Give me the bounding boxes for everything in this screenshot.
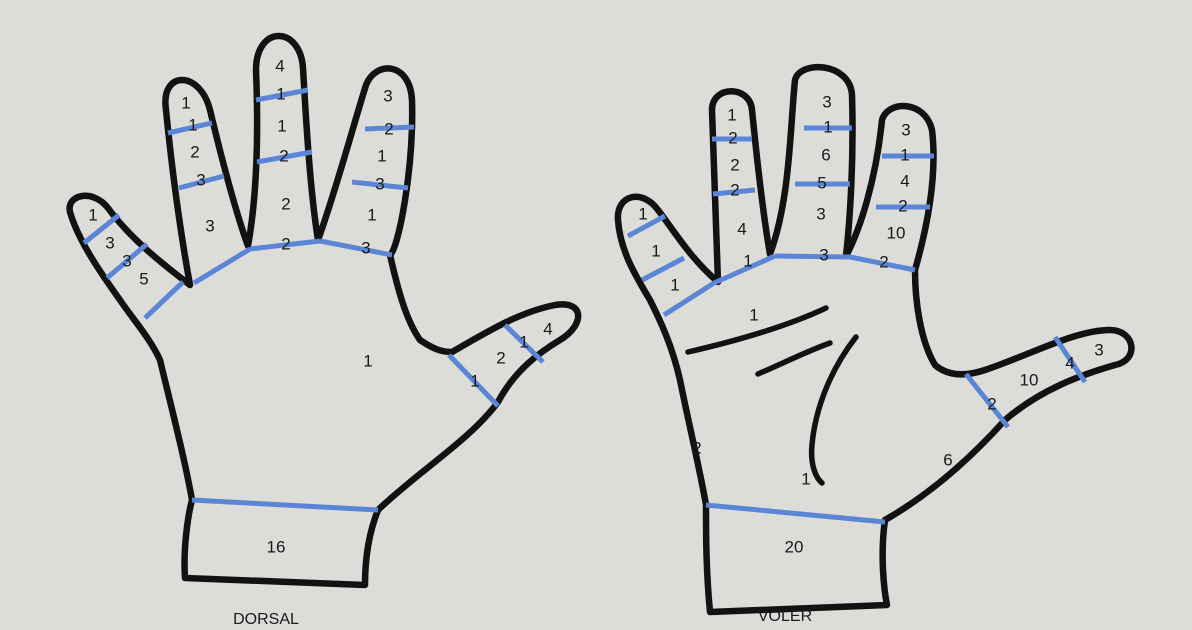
voler-thenar-label: 6 — [943, 450, 952, 469]
dorsal-thumb-label: 2 — [496, 348, 505, 367]
dorsal-knuckle-line — [194, 249, 250, 283]
voler-ring-label: 2 — [730, 155, 739, 174]
voler-wrist-label: 20 — [785, 537, 804, 556]
voler-thumb-label: 4 — [1065, 353, 1074, 372]
dorsal-middle-label: 2 — [279, 146, 288, 165]
dorsal-index-label: 3 — [361, 238, 370, 257]
voler-ring-label: 2 — [730, 180, 739, 199]
dorsal-knuckle-line — [320, 241, 392, 255]
dorsal-index-label: 1 — [367, 205, 376, 224]
dorsal-ring-label: 3 — [196, 170, 205, 189]
dorsal-ring-label: 2 — [190, 142, 199, 161]
dorsal-pinky-label: 1 — [88, 205, 97, 224]
dorsal-index-label: 3 — [383, 86, 392, 105]
dorsal-thumb-label: 1 — [470, 371, 479, 390]
voler-ring-label: 4 — [737, 219, 746, 238]
voler-palm-crease — [812, 337, 856, 483]
voler-index-label: 10 — [887, 223, 906, 242]
voler-index-label: 1 — [900, 145, 909, 164]
voler-middle-label: 3 — [816, 204, 825, 223]
voler-knuckle-line — [775, 256, 850, 257]
voler-pinky-label: 1 — [651, 241, 660, 260]
voler-index-label: 3 — [901, 120, 910, 139]
dorsal-ring-label: 1 — [181, 93, 190, 112]
dorsal-middle-label: 1 — [277, 116, 286, 135]
voler-thumb-label: 3 — [1094, 340, 1103, 359]
dorsal-pinky-label: 5 — [139, 269, 148, 288]
voler-middle-label: 3 — [822, 92, 831, 111]
dorsal-pinky-label: 3 — [105, 233, 114, 252]
dorsal-index-label: 3 — [375, 174, 384, 193]
voler-ulnar-label: 2 — [692, 438, 701, 457]
dorsal-middle-label: 2 — [281, 234, 290, 253]
voler-middle-label: 6 — [821, 145, 830, 164]
voler-palm-label: 1 — [801, 469, 810, 488]
dorsal-middle-label: 1 — [276, 84, 285, 103]
dorsal-thumb-label: 4 — [543, 319, 552, 338]
voler-palm-label: 1 — [749, 305, 758, 324]
voler-pinky-label: 1 — [638, 204, 647, 223]
voler-ring-label: 1 — [727, 105, 736, 124]
dorsal-caption: DORSAL — [233, 611, 299, 628]
dorsal-middle-label: 4 — [275, 56, 284, 75]
dorsal-wrist-line — [192, 500, 378, 510]
voler-index-label: 2 — [898, 196, 907, 215]
voler-wrist-line — [706, 505, 885, 522]
voler-thumb-label: 10 — [1020, 370, 1039, 389]
dorsal-pinky-label: 3 — [122, 251, 131, 270]
voler-pinky-label: 1 — [670, 275, 679, 294]
dorsal-thumb-label: 1 — [519, 332, 528, 351]
dorsal-back-label: 1 — [363, 351, 372, 370]
voler-palm-crease — [758, 343, 830, 374]
voler-index-label: 4 — [900, 171, 909, 190]
voler-index-label: 2 — [879, 252, 888, 271]
dorsal-index-label: 1 — [377, 146, 386, 165]
voler-thumb-label: 2 — [987, 394, 996, 413]
dorsal-hand-outline — [70, 36, 579, 585]
voler-middle-label: 5 — [817, 173, 826, 192]
dorsal-middle-label: 2 — [281, 194, 290, 213]
voler-ring-label: 1 — [743, 251, 752, 270]
voler-middle-label: 1 — [823, 117, 832, 136]
dorsal-ring-label: 3 — [205, 216, 214, 235]
dorsal-hand: 1 3 3 5 1 1 2 3 3 4 1 1 2 2 2 3 2 1 3 1 … — [70, 36, 579, 628]
dorsal-ring-label: 1 — [188, 115, 197, 134]
voler-middle-label: 3 — [819, 245, 828, 264]
voler-caption: VOLER — [758, 608, 812, 625]
dorsal-wrist-label: 16 — [267, 537, 286, 556]
voler-ring-label: 2 — [728, 128, 737, 147]
dorsal-pinky-line — [145, 282, 183, 318]
dorsal-index-label: 2 — [384, 119, 393, 138]
voler-hand: 1 1 1 1 2 2 2 4 1 3 1 6 5 3 3 3 1 4 2 10… — [618, 67, 1132, 625]
